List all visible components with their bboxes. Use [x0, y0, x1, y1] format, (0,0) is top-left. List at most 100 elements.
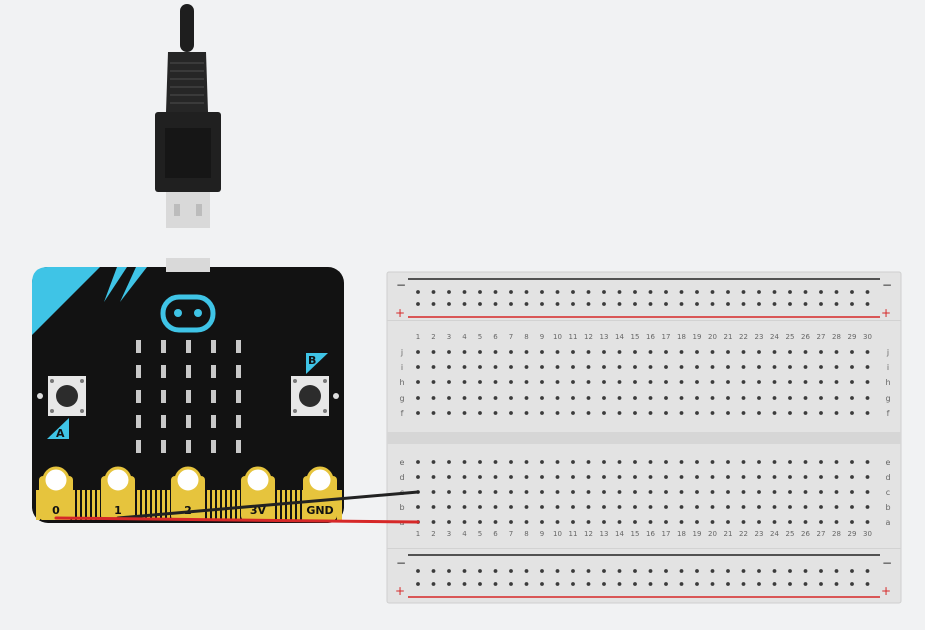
column-label: 28 — [832, 333, 841, 341]
row-label: j — [886, 348, 889, 357]
column-label: 7 — [509, 530, 513, 538]
button-a[interactable] — [48, 376, 86, 416]
button-a-label: A — [56, 427, 65, 440]
column-label: 10 — [553, 530, 562, 538]
column-label: 22 — [739, 333, 748, 341]
edge-pin-label: 0 — [52, 504, 60, 517]
edge-pin-label: GND — [306, 504, 333, 517]
column-label: 19 — [693, 333, 702, 341]
button-b-label: B — [308, 354, 316, 367]
column-label: 22 — [739, 530, 748, 538]
column-label: 26 — [801, 530, 810, 538]
row-label: c — [886, 488, 890, 497]
led — [236, 390, 241, 403]
column-label: 25 — [786, 530, 795, 538]
column-label: 23 — [755, 333, 764, 341]
column-label: 11 — [569, 530, 578, 538]
led — [136, 440, 141, 453]
column-label: 8 — [524, 530, 528, 538]
column-label: 30 — [863, 333, 872, 341]
column-label: 19 — [693, 530, 702, 538]
row-label: g — [885, 394, 890, 403]
accent-stripe — [104, 267, 127, 302]
row-label: d — [885, 473, 890, 482]
row-label: f — [887, 409, 890, 418]
logo-icon — [160, 294, 216, 333]
column-label: 4 — [462, 530, 467, 538]
row-label: b — [399, 503, 404, 512]
led — [136, 390, 141, 403]
led — [186, 390, 191, 403]
row-label: j — [400, 348, 403, 357]
column-label: 3 — [447, 530, 451, 538]
row-label: f — [401, 409, 404, 418]
led — [136, 340, 141, 353]
column-label: 7 — [509, 333, 513, 341]
column-label: 2 — [431, 530, 435, 538]
column-label: 15 — [631, 333, 640, 341]
column-label: 10 — [553, 333, 562, 341]
column-label: 12 — [584, 530, 593, 538]
led — [211, 440, 216, 453]
rail-minus-sign: − — [882, 556, 892, 570]
column-label: 4 — [462, 333, 467, 341]
led-matrix — [136, 340, 241, 453]
column-label: 9 — [540, 333, 544, 341]
rail-minus-sign: − — [396, 556, 406, 570]
column-label: 5 — [478, 333, 482, 341]
row-label: e — [400, 458, 405, 467]
accent-stripe — [120, 267, 147, 302]
column-label: 28 — [832, 530, 841, 538]
column-label: 20 — [708, 530, 717, 538]
microbit-board[interactable]: A B 0123VGND — [32, 258, 344, 523]
rail-plus-sign: + — [395, 584, 405, 598]
column-label: 20 — [708, 333, 717, 341]
led — [236, 415, 241, 428]
led — [161, 365, 166, 378]
led — [136, 415, 141, 428]
column-label: 29 — [848, 530, 857, 538]
column-label: 17 — [662, 333, 671, 341]
led — [186, 365, 191, 378]
red-wire[interactable] — [54, 516, 420, 524]
column-label: 30 — [863, 530, 872, 538]
column-label: 23 — [755, 530, 764, 538]
column-label: 25 — [786, 333, 795, 341]
black-wire[interactable] — [116, 490, 420, 520]
column-label: 24 — [770, 333, 779, 341]
column-label: 13 — [600, 530, 609, 538]
column-label: 29 — [848, 333, 857, 341]
led — [136, 365, 141, 378]
column-label: 14 — [615, 333, 624, 341]
row-label: a — [886, 518, 891, 527]
column-label: 21 — [724, 333, 733, 341]
column-label: 21 — [724, 530, 733, 538]
led — [186, 415, 191, 428]
breadboard: − − + + − − + + jjiihhggffeeddccbbaa1122… — [386, 271, 902, 604]
row-label: b — [885, 503, 890, 512]
row-label: e — [886, 458, 891, 467]
edge-pin-label: 1 — [114, 504, 122, 517]
row-label: h — [885, 378, 890, 387]
column-label: 1 — [416, 530, 420, 538]
led — [161, 415, 166, 428]
rail-minus-sign: − — [396, 278, 406, 292]
usb-port — [166, 258, 210, 272]
column-label: 2 — [431, 333, 435, 341]
column-label: 24 — [770, 530, 779, 538]
usb-cable-icon[interactable] — [155, 4, 221, 228]
led — [211, 340, 216, 353]
rail-plus-sign: + — [395, 306, 405, 320]
button-b[interactable] — [291, 376, 329, 416]
accent-stripe — [32, 267, 100, 335]
column-label: 18 — [677, 333, 686, 341]
led — [236, 365, 241, 378]
column-label: 27 — [817, 333, 826, 341]
column-label: 8 — [524, 333, 528, 341]
led — [161, 440, 166, 453]
edge-connector: 0123VGND — [36, 466, 342, 520]
column-label: 16 — [646, 333, 655, 341]
column-label: 18 — [677, 530, 686, 538]
led — [211, 365, 216, 378]
led — [236, 440, 241, 453]
